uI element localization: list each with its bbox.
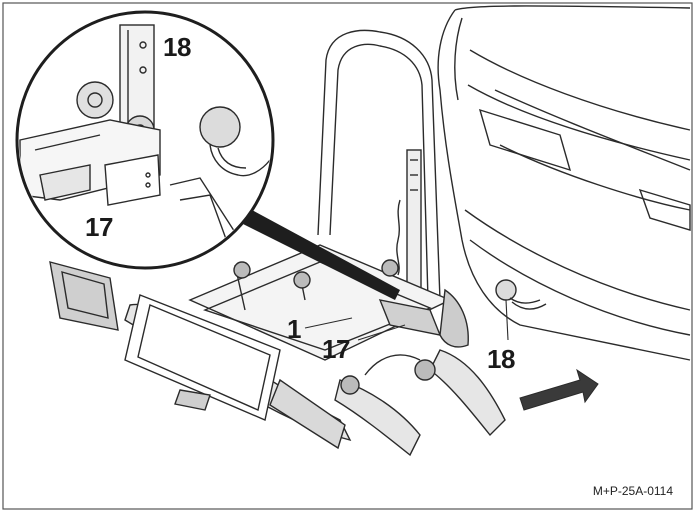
arrow-right-icon [519,368,599,411]
callout-17: 17 [322,334,350,364]
vehicle-hitch-ball [495,279,547,341]
callout-1: 1 [287,314,301,344]
inset-pointer [205,190,400,300]
callout-18: 18 [487,344,515,374]
callout-18-inset: 18 [163,32,191,62]
figure-code: M+P-25A-0114 [592,484,673,498]
detail-inset [15,10,275,270]
leader-line-1 [304,317,353,329]
callout-17-inset: 17 [85,212,113,242]
vehicle-rear [437,5,691,361]
leader-line-17 [357,324,406,341]
bike-carrier [49,29,506,457]
